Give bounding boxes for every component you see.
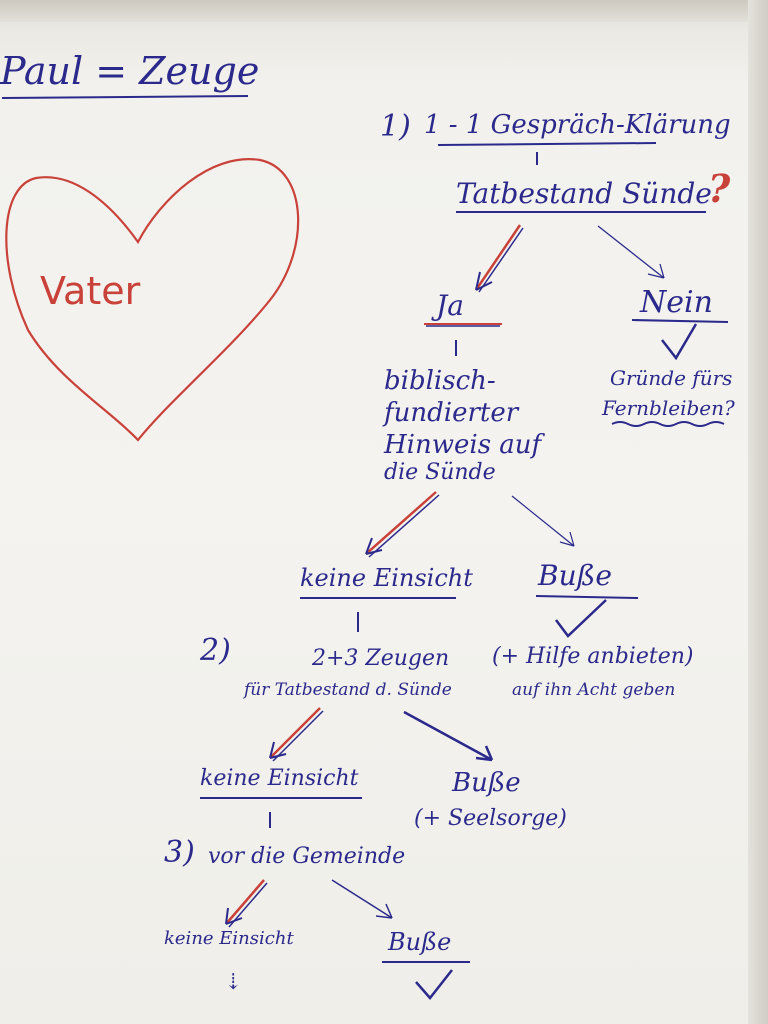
checkmark-icon	[661, 323, 698, 361]
down-arrow-icon: ⇣	[224, 970, 243, 995]
heart-drawing-icon	[5, 158, 300, 442]
question-text: Tatbestand Sünde	[456, 177, 712, 210]
arrow-icon	[225, 879, 268, 928]
checkmark-icon	[415, 969, 453, 1000]
arrow-icon	[331, 879, 393, 919]
step1-underline	[437, 142, 657, 146]
nein-label: Nein	[640, 285, 713, 320]
question-mark: ?	[708, 166, 731, 211]
arrow-icon	[269, 707, 324, 762]
keine-einsicht-2: keine Einsicht	[300, 564, 473, 592]
nein-line-2: Fernbleiben?	[602, 396, 735, 420]
step2-number: 2)	[200, 633, 231, 668]
busse-underline-2	[535, 595, 639, 599]
arrow-icon	[365, 491, 440, 558]
ja-label: Ja	[436, 289, 464, 322]
busse-note-3: (+ Seelsorge)	[414, 806, 567, 831]
ja-line-1: biblisch-	[384, 366, 496, 396]
page-title: Paul = Zeuge	[0, 49, 260, 93]
step3-number: 3)	[164, 835, 195, 870]
busse-2: Buße	[538, 559, 612, 592]
busse-4: Buße	[388, 928, 452, 956]
arrow-icon	[597, 225, 665, 279]
zeugen-line-2: für Tatbestand d. Sünde	[244, 680, 452, 700]
busse-note-2a: (+ Hilfe anbieten)	[492, 644, 694, 669]
arrow-icon	[474, 224, 524, 293]
keine-einsicht-3: keine Einsicht	[200, 766, 359, 791]
ja-line-4: die Sünde	[384, 460, 496, 485]
paper-top-edge	[0, 0, 768, 22]
busse-note-2b: auf ihn Acht geben	[512, 680, 676, 700]
heart-label: Vater	[40, 269, 141, 313]
gemeinde-text: vor die Gemeinde	[208, 844, 406, 869]
ja-line-2: fundierter	[384, 398, 519, 428]
checkmark-icon	[555, 599, 607, 638]
busse-3: Buße	[452, 768, 521, 798]
nein-underline	[631, 319, 729, 323]
zeugen-line-1: 2+3 Zeugen	[312, 646, 450, 671]
ja-line-3: Hinweis auf	[384, 430, 542, 460]
title-underline	[1, 95, 249, 99]
arrow-icon	[511, 495, 575, 547]
paper-right-edge	[748, 0, 768, 1024]
step1-text: 1 - 1 Gespräch-Klärung	[424, 110, 731, 140]
wavy-underline	[611, 421, 725, 427]
step1-number: 1)	[380, 109, 411, 144]
nein-line-1: Gründe fürs	[610, 366, 733, 390]
keine-einsicht-4: keine Einsicht	[164, 928, 294, 949]
arrow-icon	[403, 710, 494, 762]
